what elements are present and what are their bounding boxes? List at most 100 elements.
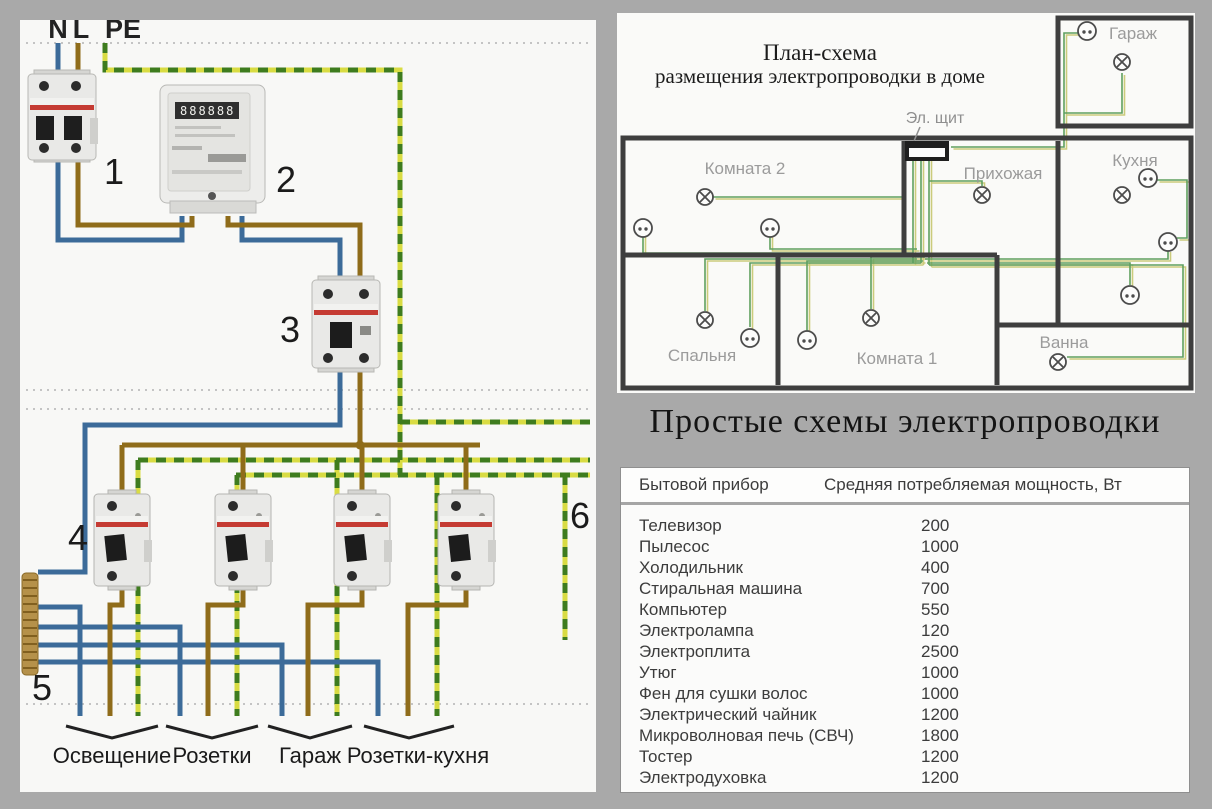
lamp-icon: [1113, 186, 1131, 204]
room-label-bedroom: Спальня: [668, 346, 736, 365]
appliance-watts: 120: [921, 621, 950, 640]
wiring-diagram: 888888: [21, 14, 590, 768]
terminal-label-pe: PE: [105, 20, 141, 44]
appliance-name: Тостер: [639, 747, 693, 766]
terminal-label-n: N: [48, 20, 68, 44]
component-number-2: 2: [276, 159, 296, 200]
socket-icon: [797, 330, 817, 350]
table-row: Утюг 1000: [621, 662, 1189, 683]
circuit-label-kitchen-sockets: Розетки-кухня: [347, 743, 489, 768]
socket-icon: [1077, 21, 1097, 41]
meter-display: 888888: [180, 104, 235, 118]
terminal-strip: [21, 572, 39, 676]
room-label-hallway: Прихожая: [964, 164, 1043, 183]
appliance-name: Телевизор: [639, 516, 722, 535]
floor-plan-panel: План-схема размещения электропроводки в …: [617, 13, 1195, 393]
table-row: Микроволновая печь (СВЧ) 1800: [621, 725, 1189, 746]
rcd-breaker: [311, 275, 381, 373]
lamp-icon: [1049, 353, 1067, 371]
panel-pointer-line: [913, 126, 921, 142]
socket-icon: [633, 218, 653, 238]
table-row: Телевизор 200: [621, 515, 1189, 536]
table-row: Электрический чайник 1200: [621, 704, 1189, 725]
phase-wire: [75, 43, 480, 716]
appliance-watts: 1200: [921, 747, 959, 766]
table-row: Электролампа 120: [621, 620, 1189, 641]
table-header-row: Бытовой прибор Средняя потребляемая мощн…: [621, 468, 1189, 505]
table-header-power: Средняя потребляемая мощность, Вт: [824, 475, 1122, 494]
appliance-name: Электролампа: [639, 621, 754, 640]
appliance-watts: 2500: [921, 642, 959, 661]
lamp-icon: [862, 309, 880, 327]
component-number-4: 4: [68, 517, 88, 558]
neutral-wire: [38, 43, 381, 716]
terminal-label-l: L: [73, 20, 90, 44]
table-row: Стиральная машина 700: [621, 578, 1189, 599]
wire-junction: [355, 440, 365, 450]
section-title: Простые схемы электропроводки: [649, 403, 1161, 440]
appliance-watts: 700: [921, 579, 950, 598]
appliance-watts: 1000: [921, 663, 959, 682]
appliance-watts: 1200: [921, 768, 959, 787]
room-label-room1: Комната 1: [857, 349, 938, 368]
appliance-name: Электрический чайник: [639, 705, 817, 724]
component-number-5: 5: [32, 667, 52, 708]
appliance-watts: 1200: [921, 705, 959, 724]
appliance-name: Холодильник: [639, 558, 743, 577]
plan-title-line1: План-схема: [763, 40, 877, 65]
breaker-single: [93, 489, 153, 591]
component-number-1: 1: [104, 151, 124, 192]
room-label-garage: Гараж: [1109, 24, 1158, 43]
main-breaker: [27, 69, 98, 163]
appliance-name: Стиральная машина: [639, 579, 803, 598]
panel-label: Эл. щит: [906, 110, 965, 127]
appliance-name: Компьютер: [639, 600, 727, 619]
appliance-watts: 400: [921, 558, 950, 577]
appliance-name: Электроплита: [639, 642, 751, 661]
circuit-label-sockets: Розетки: [172, 743, 251, 768]
plan-title-line2: размещения электропроводки в доме: [655, 64, 985, 88]
table-row: Тостер 1200: [621, 746, 1189, 767]
room-label-room2: Комната 2: [705, 159, 786, 178]
appliance-power-table: Бытовой прибор Средняя потребляемая мощн…: [620, 467, 1190, 793]
wiring-diagram-panel: 888888: [20, 14, 596, 792]
walls: [620, 15, 1194, 391]
table-row: Пылесос 1000: [621, 536, 1189, 557]
socket-icon: [1120, 285, 1140, 305]
lamp-icon: [696, 188, 714, 206]
appliance-name: Утюг: [639, 663, 677, 682]
appliance-watts: 1800: [921, 726, 959, 745]
table-row: Электроплита 2500: [621, 641, 1189, 662]
appliance-watts: 1000: [921, 537, 959, 556]
appliance-watts: 200: [921, 516, 950, 535]
socket-icon: [1158, 232, 1178, 252]
component-number-3: 3: [280, 309, 300, 350]
table-row: Холодильник 400: [621, 557, 1189, 578]
table-header-appliance: Бытовой прибор: [639, 475, 769, 494]
electricity-meter: 888888: [159, 84, 266, 214]
appliance-name: Пылесос: [639, 537, 710, 556]
lamp-icon: [696, 311, 714, 329]
circuit-label-garage: Гараж: [279, 743, 341, 768]
circuit-bracket: [65, 724, 455, 740]
appliance-name: Микроволновая печь (СВЧ): [639, 726, 854, 745]
socket-icon: [740, 328, 760, 348]
floor-plan: План-схема размещения электропроводки в …: [620, 15, 1194, 391]
breaker-single: [437, 489, 497, 591]
circuit-label-lighting: Освещение: [53, 743, 172, 768]
lamp-icon: [973, 186, 991, 204]
breaker-single: [333, 489, 393, 591]
component-number-6: 6: [570, 495, 590, 536]
dotted-divider: [26, 42, 590, 705]
breaker-single: [214, 489, 274, 591]
appliance-watts: 1000: [921, 684, 959, 703]
plan-wiring: [642, 32, 1191, 360]
electrical-panel-icon: [905, 141, 949, 161]
room-label-kitchen: Кухня: [1112, 151, 1158, 170]
socket-icon: [1138, 168, 1158, 188]
socket-icon: [760, 218, 780, 238]
